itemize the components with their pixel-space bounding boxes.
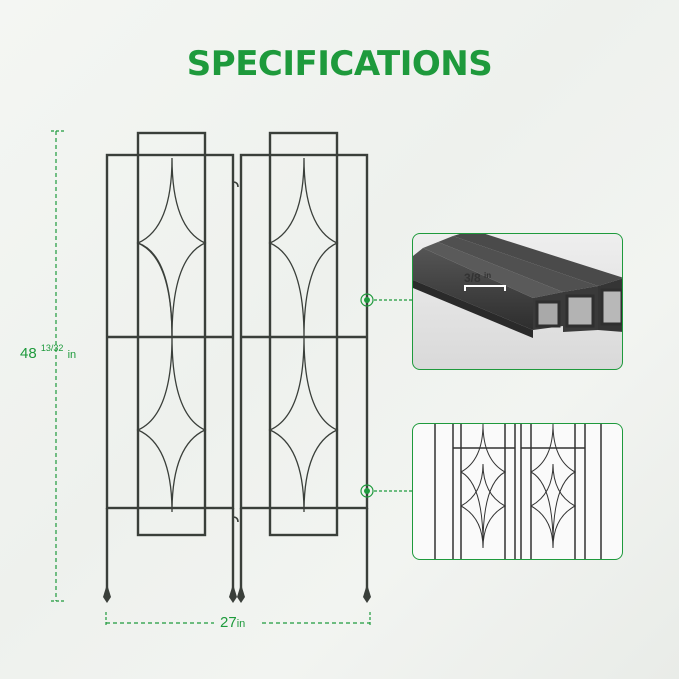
right-trellis-panel <box>239 131 369 590</box>
page-title: SPECIFICATIONS <box>186 44 493 84</box>
tube-size-label: 3/8 in <box>464 271 492 285</box>
connector-callout-marker <box>360 484 374 498</box>
connected-panels-image <box>434 424 602 559</box>
square-tubes-image <box>413 234 622 338</box>
bottom-connector-hook <box>232 516 239 523</box>
height-dimension-label: 48 13/32 in <box>20 343 77 362</box>
tube-callout-marker <box>360 293 374 307</box>
width-dimension-label: 27in <box>220 614 246 631</box>
top-connector-hook <box>232 181 239 188</box>
connector-detail-panel <box>412 423 623 560</box>
left-trellis-panel <box>105 131 235 590</box>
tube-detail-panel: 3/8 in <box>412 233 623 370</box>
